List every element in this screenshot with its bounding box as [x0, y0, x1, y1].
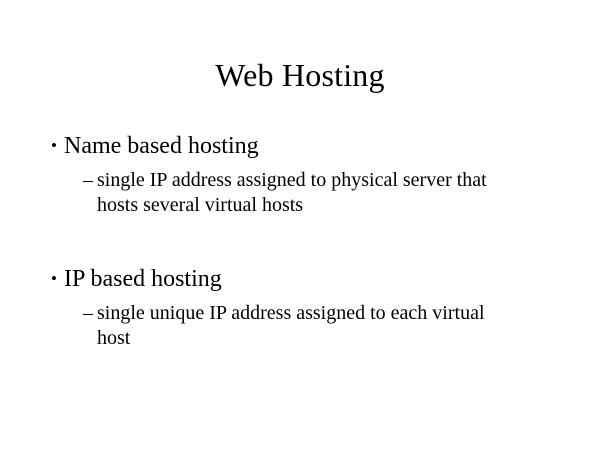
list-item: • IP based hosting	[45, 264, 555, 294]
bullet-icon: •	[51, 269, 57, 288]
slide-body: • Name based hosting – single IP address…	[45, 131, 555, 351]
bullet-icon: •	[51, 136, 57, 155]
list-item: – single unique IP address assigned to e…	[45, 301, 555, 351]
bullet-group-ip-based: • IP based hosting – single unique IP ad…	[45, 264, 555, 351]
dash-bullet-icon: –	[83, 302, 93, 324]
dash-bullet-icon: –	[83, 169, 93, 191]
bullet-label: IP based hosting	[64, 266, 222, 292]
list-item: • Name based hosting	[45, 131, 555, 161]
list-item: – single IP address assigned to physical…	[45, 168, 555, 218]
page-title: Web Hosting	[215, 57, 385, 93]
bullet-group-name-based: • Name based hosting – single IP address…	[45, 131, 555, 218]
sub-bullet-label: single unique IP address assigned to eac…	[97, 302, 485, 349]
sub-bullet-label: single IP address assigned to physical s…	[97, 169, 487, 216]
bullet-label: Name based hosting	[64, 133, 259, 159]
